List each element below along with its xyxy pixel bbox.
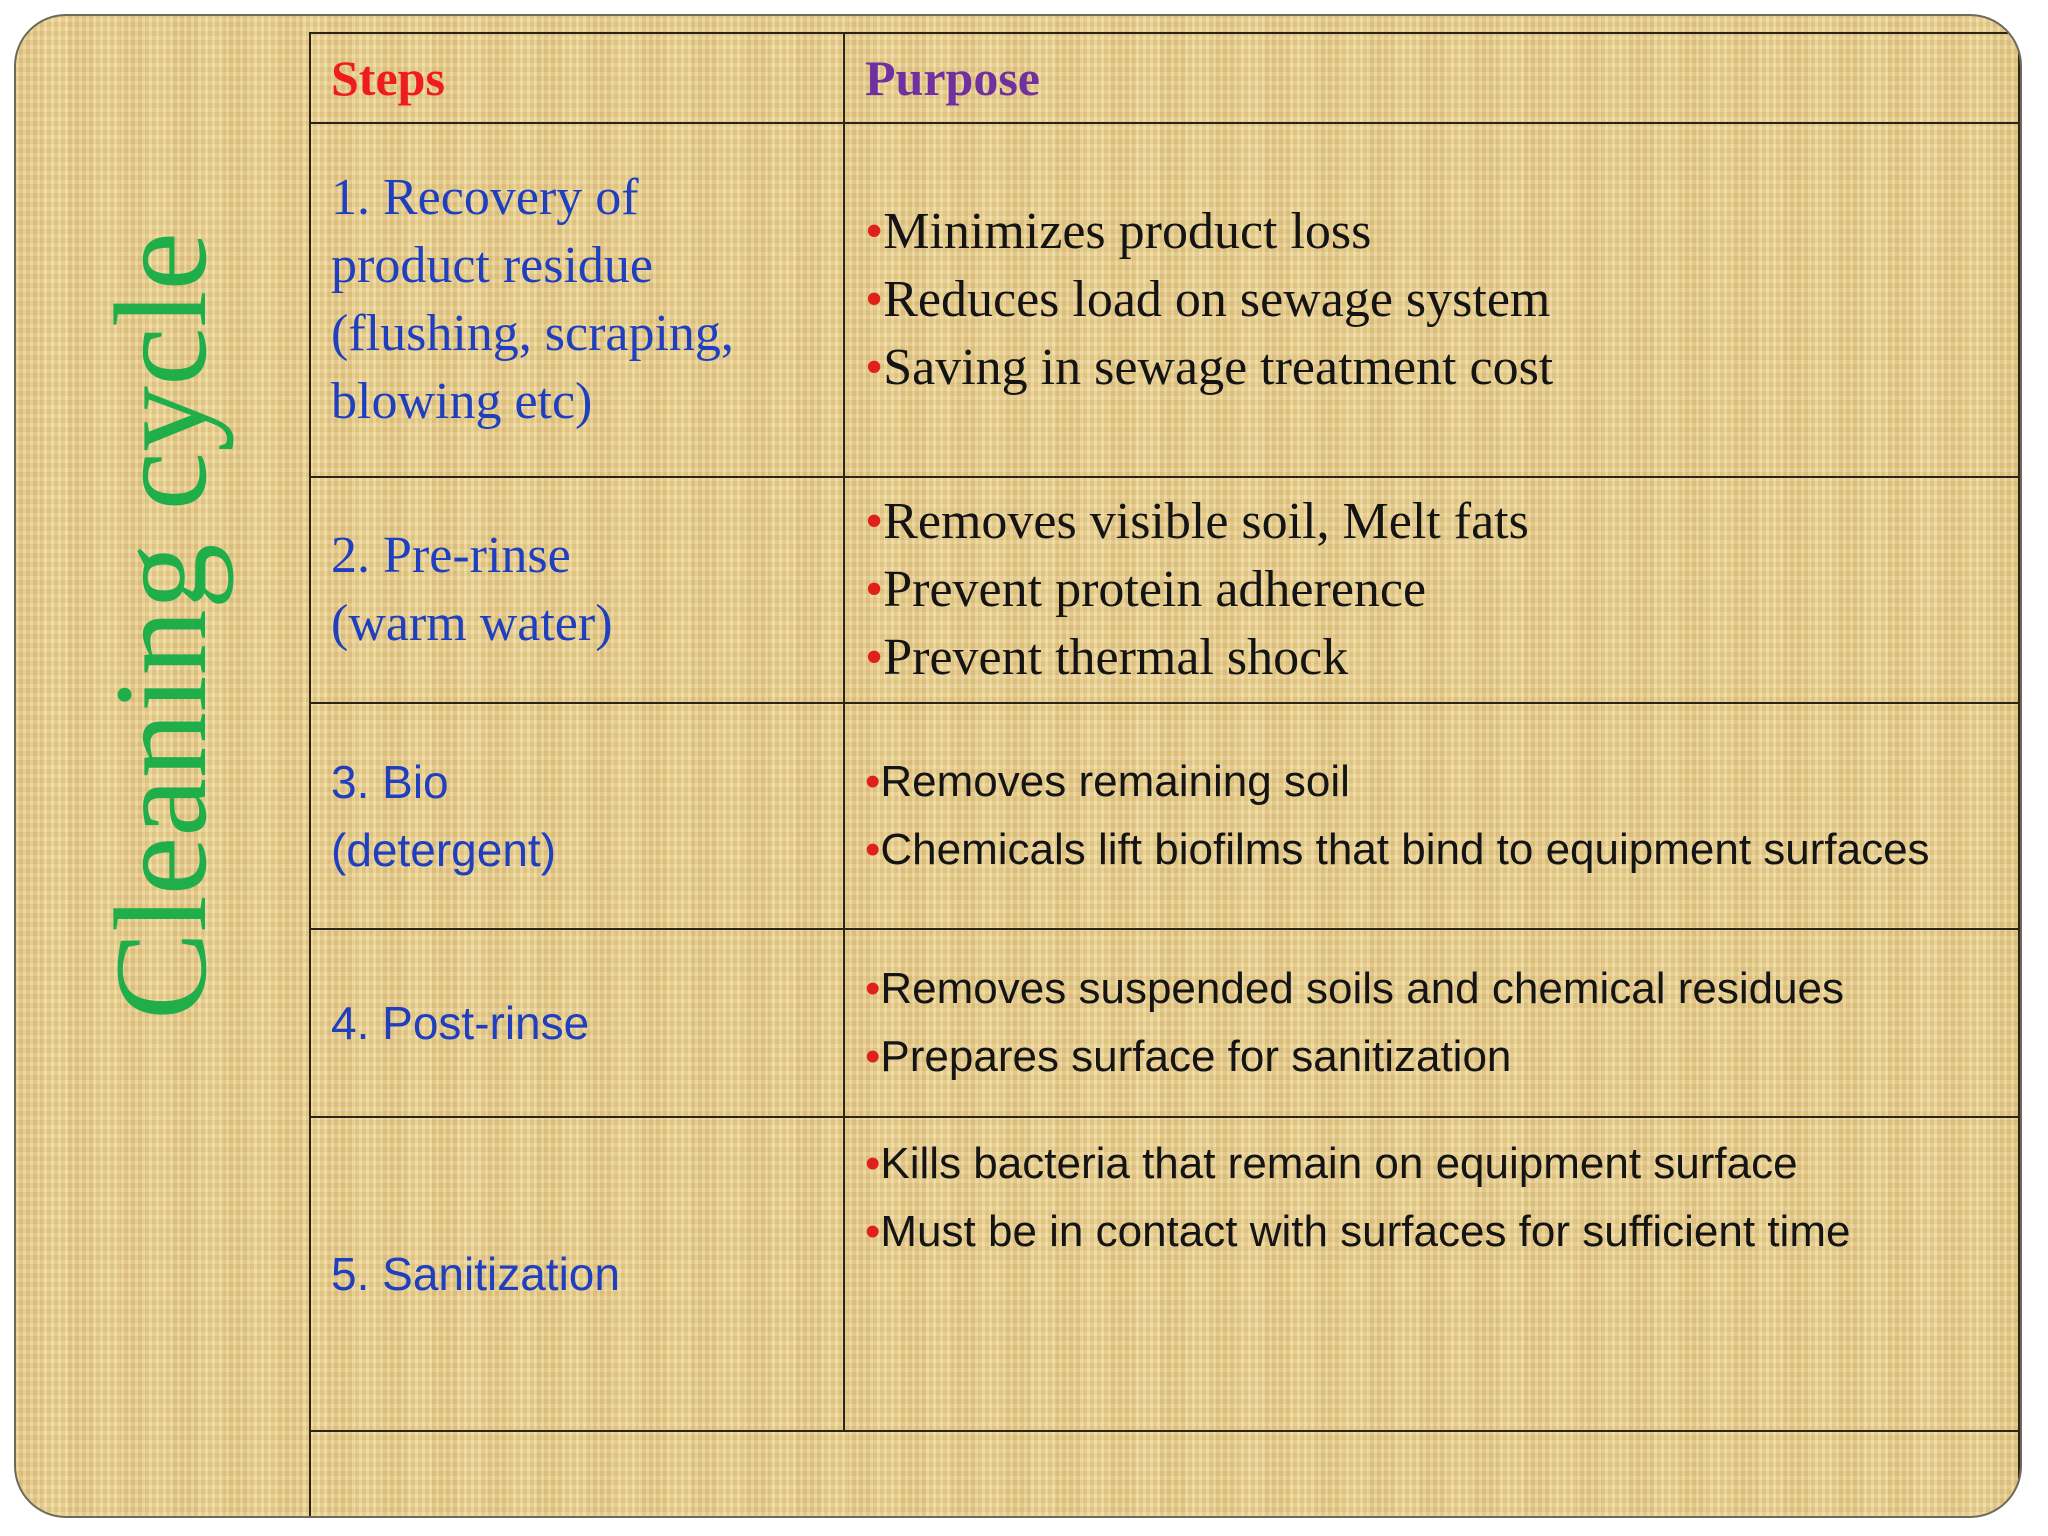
step-cell: 3. Bio (detergent) xyxy=(309,702,845,930)
purpose-text: Saving in sewage treatment cost xyxy=(883,339,1554,396)
purpose-item: •Reduces load on sewage system xyxy=(865,266,2018,334)
purpose-text: Reduces load on sewage system xyxy=(883,271,1551,328)
step-text: blowing etc) xyxy=(331,373,593,430)
step-text: 1. Recovery of xyxy=(331,169,639,226)
step-text: 3. Bio xyxy=(331,756,449,808)
purpose-item: •Minimizes product loss xyxy=(865,198,2018,266)
purpose-text: Prepares surface for sanitization xyxy=(880,1032,1512,1081)
step-text: (flushing, scraping, xyxy=(331,305,734,362)
title-area: Cleaning cycle xyxy=(76,216,246,1036)
purpose-text: Must be in contact with surfaces for suf… xyxy=(880,1207,1851,1256)
purpose-item: •Prevent thermal shock xyxy=(865,624,2018,692)
bullet-icon: • xyxy=(865,1139,881,1188)
bullet-icon: • xyxy=(865,561,884,618)
purpose-cell: •Removes remaining soil •Chemicals lift … xyxy=(843,702,2020,930)
step-text: product residue xyxy=(331,237,654,294)
bullet-icon: • xyxy=(865,271,884,328)
purpose-item: •Removes suspended soils and chemical re… xyxy=(865,955,2018,1023)
purpose-text: Minimizes product loss xyxy=(883,203,1372,260)
bullet-icon: • xyxy=(865,339,884,396)
step-cell: 5. Sanitization xyxy=(309,1116,845,1432)
purpose-text: Kills bacteria that remain on equipment … xyxy=(880,1139,1798,1188)
purpose-text: Removes suspended soils and chemical res… xyxy=(880,964,1845,1013)
purpose-text: Chemicals lift biofilms that bind to equ… xyxy=(880,825,1930,874)
purpose-header: Purpose xyxy=(843,32,2020,124)
empty-cell xyxy=(844,1430,2020,1516)
steps-header: Steps xyxy=(309,32,845,124)
purpose-text: Removes visible soil, Melt fats xyxy=(883,493,1529,550)
step-cell: 2. Pre-rinse (warm water) xyxy=(309,476,845,704)
slide-title: Cleaning cycle xyxy=(87,231,234,1021)
table-row: 2. Pre-rinse (warm water) •Removes visib… xyxy=(309,476,2020,704)
step-text: 2. Pre-rinse xyxy=(331,527,571,584)
table-row: 3. Bio (detergent) •Removes remaining so… xyxy=(309,702,2020,930)
purpose-cell: •Minimizes product loss •Reduces load on… xyxy=(843,122,2020,478)
bullet-icon: • xyxy=(865,1207,881,1256)
purpose-item: •Must be in contact with surfaces for su… xyxy=(865,1198,2018,1266)
purpose-item: •Prevent protein adherence xyxy=(865,556,2018,624)
step-text: 4. Post-rinse xyxy=(331,997,590,1049)
purpose-cell: •Removes suspended soils and chemical re… xyxy=(843,928,2020,1118)
step-cell: 1. Recovery of product residue (flushing… xyxy=(309,122,845,478)
table-row: 5. Sanitization •Kills bacteria that rem… xyxy=(309,1116,2020,1432)
step-text: 5. Sanitization xyxy=(331,1248,620,1300)
purpose-text: Removes remaining soil xyxy=(880,757,1350,806)
purpose-item: •Saving in sewage treatment cost xyxy=(865,334,2018,402)
purpose-text: Prevent thermal shock xyxy=(883,629,1349,686)
purpose-item: •Removes visible soil, Melt fats xyxy=(865,488,2018,556)
purpose-item: •Prepares surface for sanitization xyxy=(865,1023,2018,1091)
purpose-item: •Kills bacteria that remain on equipment… xyxy=(865,1130,2018,1198)
cleaning-steps-table: Steps Purpose 1. Recovery of product res… xyxy=(309,32,2020,1516)
bullet-icon: • xyxy=(865,964,881,1013)
table-empty-row xyxy=(309,1430,2020,1516)
table-row: 1. Recovery of product residue (flushing… xyxy=(309,122,2020,478)
step-text: (detergent) xyxy=(331,824,557,876)
purpose-text: Prevent protein adherence xyxy=(883,561,1427,618)
purpose-cell: •Kills bacteria that remain on equipment… xyxy=(843,1116,2020,1432)
bullet-icon: • xyxy=(865,1032,881,1081)
purpose-item: •Removes remaining soil xyxy=(865,748,2018,816)
empty-cell xyxy=(309,1430,844,1516)
bullet-icon: • xyxy=(865,629,884,686)
slide: Cleaning cycle Steps Purpose 1. Recovery… xyxy=(14,14,2022,1518)
bullet-icon: • xyxy=(865,825,881,874)
bullet-icon: • xyxy=(865,493,884,550)
purpose-cell: •Removes visible soil, Melt fats •Preven… xyxy=(843,476,2020,704)
bullet-icon: • xyxy=(865,757,881,806)
table-header-row: Steps Purpose xyxy=(309,32,2020,124)
table-row: 4. Post-rinse •Removes suspended soils a… xyxy=(309,928,2020,1118)
purpose-item: •Chemicals lift biofilms that bind to eq… xyxy=(865,816,2018,884)
step-cell: 4. Post-rinse xyxy=(309,928,845,1118)
bullet-icon: • xyxy=(865,203,884,260)
step-text: (warm water) xyxy=(331,595,613,652)
